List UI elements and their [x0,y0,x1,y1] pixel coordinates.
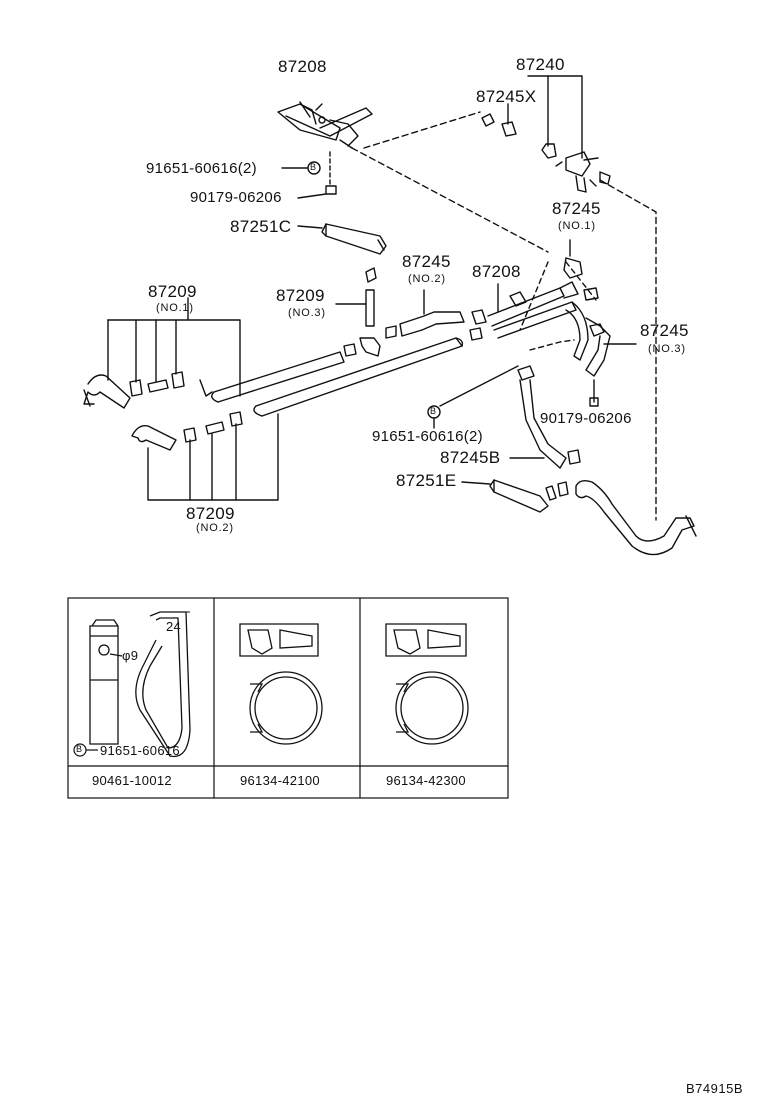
label-87209-mid: 87209 [276,286,325,305]
label-no2-a: (NO.2) [408,273,446,285]
tube-87251e [461,479,569,513]
table-cell-96134-42300: 96134-42300 [386,773,466,788]
table-cell-96134-42100: 96134-42100 [240,773,320,788]
label-91651-inset: 91651-60616 [100,743,180,758]
pipe-long-upper [211,351,345,403]
bolt-b-inset-mark: B [76,744,83,754]
hose-87209-no2 [131,425,177,451]
label-no2-b: (NO.2) [196,522,234,534]
label-90179-top: 90179-06206 [190,189,282,206]
label-91651-mid: 91651-60616(2) [372,428,483,445]
label-no3-a: (NO.3) [288,307,326,319]
clamp-96134-42100 [239,623,323,745]
leader-87240 [527,75,583,159]
valve-87208-mid [469,281,611,377]
bracket-90461 [89,611,191,758]
label-87251e: 87251E [396,471,457,490]
clamp-96134-42300 [385,623,469,745]
label-87209-bottom: 87209 [186,504,235,523]
table-cell-90461: 90461-10012 [92,773,172,788]
tube-87251c [297,223,387,255]
label-87208-top: 87208 [278,57,327,76]
legend-table-frame [67,597,509,799]
hose-87245-no2 [399,289,487,337]
label-91651-top: 91651-60616(2) [146,160,257,177]
label-90179-right: 90179-06206 [540,410,632,427]
label-87251c: 87251C [230,217,292,236]
label-no1-a: (NO.1) [558,220,596,232]
dimension-24: 24 [166,619,182,634]
hose-87245b [509,365,581,469]
bolt-b-mid-mark: B [430,406,437,416]
hose-lower-right [575,479,697,556]
label-87240: 87240 [516,55,565,74]
label-no1-b: (NO.1) [156,302,194,314]
clip-87245-no1 [563,257,583,279]
leader-87208-top [299,101,311,118]
nut-90179-right [589,379,599,407]
nut-90179-top [297,185,337,199]
label-87208-mid: 87208 [472,262,521,281]
bolt-b-top-mark: B [310,162,317,172]
label-no3-b: (NO.3) [648,343,686,355]
pipe-long-lower [253,337,464,417]
tube-87209-no3 [365,289,375,327]
valve-87208-top [277,103,373,149]
dimension-phi9: φ9 [122,648,139,663]
label-87209-left: 87209 [148,282,197,301]
label-87245x: 87245X [476,87,537,106]
leader-87209-no1 [107,319,241,397]
label-87245-no1: 87245 [552,199,601,218]
label-87245-no2: 87245 [402,252,451,271]
hose-87209-no1 [83,374,131,409]
diagram-code: B74915B [686,1081,743,1096]
label-87245-no3: 87245 [640,321,689,340]
clip-87245x [481,113,557,159]
label-87245b: 87245B [440,448,501,467]
leader-87209-no2 [147,413,279,501]
junction-87240 [555,151,611,193]
